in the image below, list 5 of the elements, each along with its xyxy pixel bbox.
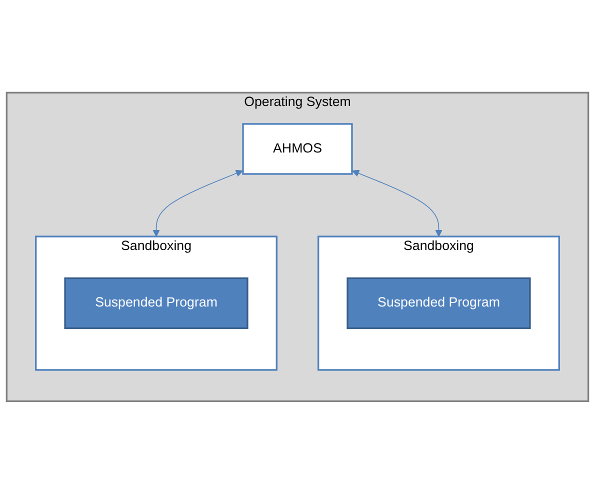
node-box: Suspended Program — [346, 276, 531, 329]
arrow — [352, 169, 442, 236]
node-box: AHMOS — [242, 122, 353, 174]
arrow — [152, 169, 244, 236]
node-box: Suspended Program — [64, 276, 248, 329]
